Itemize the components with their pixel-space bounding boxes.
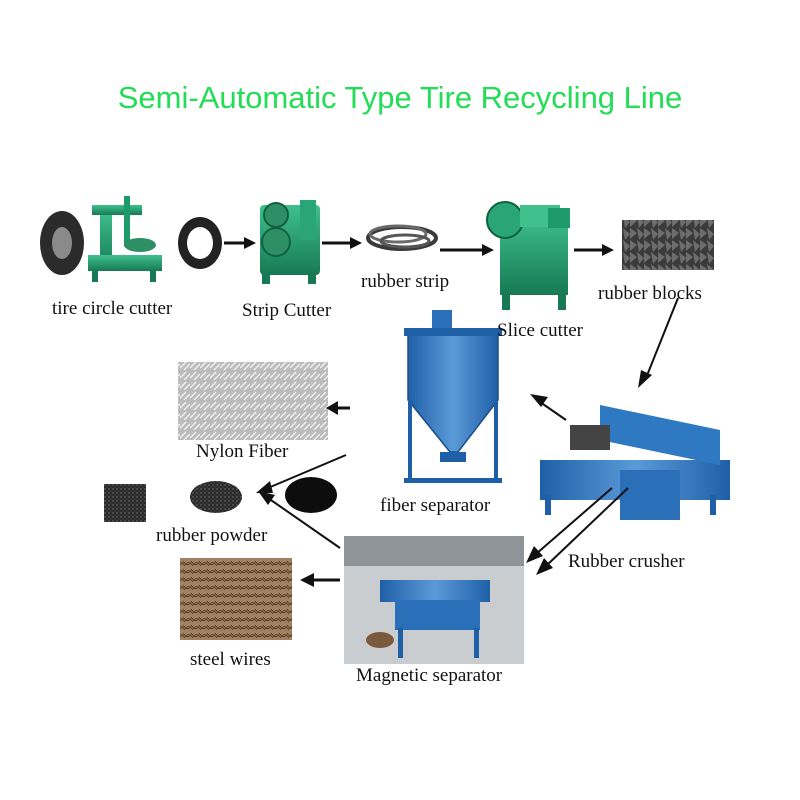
label-magnetic-separator: Magnetic separator bbox=[356, 665, 503, 686]
steel-wires-photo bbox=[180, 558, 292, 640]
strip-cutter-machine bbox=[260, 200, 320, 284]
label-rubber-powder: rubber powder bbox=[156, 525, 268, 546]
rubber-powder-samples bbox=[104, 477, 337, 522]
arrow-to-rubber-powder-1 bbox=[256, 454, 347, 493]
label-strip-cutter: Strip Cutter bbox=[242, 300, 332, 321]
label-fiber-separator: fiber separator bbox=[380, 495, 491, 516]
label-slice-cutter: Slice cutter bbox=[497, 320, 583, 341]
magnetic-separator-photo bbox=[344, 536, 524, 664]
arrow-crusher-to-fiber-separator bbox=[530, 394, 567, 421]
tire-ring bbox=[178, 217, 222, 269]
arrow-slice-cutter-to-rubber-blocks bbox=[574, 244, 614, 256]
diagram-title: Semi-Automatic Type Tire Recycling Line bbox=[117, 80, 683, 115]
fiber-separator-machine bbox=[404, 310, 502, 483]
arrow-fiber-separator-to-nylon bbox=[326, 401, 350, 415]
rubber-strip-pile bbox=[366, 224, 438, 251]
label-steel-wires: steel wires bbox=[190, 649, 271, 670]
arrow-ring-to-strip-cutter bbox=[224, 237, 256, 249]
label-rubber-blocks: rubber blocks bbox=[598, 283, 702, 304]
arrow-rubber-strip-to-slice-cutter bbox=[440, 244, 494, 256]
arrow-magnetic-to-steel-wires bbox=[300, 573, 340, 587]
arrow-crusher-to-magnetic bbox=[526, 487, 613, 563]
label-rubber-crusher: Rubber crusher bbox=[568, 551, 685, 572]
label-tire-circle-cutter: tire circle cutter bbox=[52, 298, 173, 319]
slice-cutter-machine bbox=[486, 201, 570, 310]
arrow-crusher-to-magnetic-2 bbox=[536, 487, 629, 575]
arrow-to-rubber-powder-2 bbox=[258, 491, 341, 549]
label-nylon-fiber: Nylon Fiber bbox=[196, 441, 289, 462]
arrow-strip-cutter-to-rubber-strip bbox=[322, 237, 362, 249]
rubber-crusher-machine bbox=[540, 405, 730, 520]
label-rubber-strip: rubber strip bbox=[361, 271, 450, 292]
nylon-fiber-photo bbox=[178, 362, 328, 440]
tire-circle-cutter-machine bbox=[40, 196, 162, 282]
rubber-blocks-photo bbox=[622, 220, 714, 270]
arrow-rubber-blocks-to-crusher bbox=[638, 297, 679, 388]
